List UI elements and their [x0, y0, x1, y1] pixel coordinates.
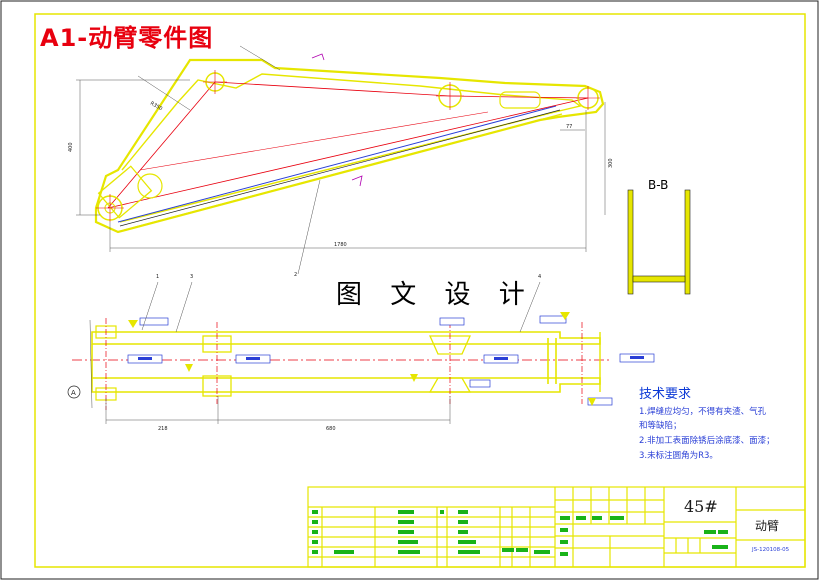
centerline-d [107, 97, 589, 209]
lower-plate-line [117, 105, 557, 223]
drawing-title: A1-动臂零件图 [40, 24, 214, 52]
section-web-right [684, 189, 691, 295]
centerline-e [139, 111, 489, 171]
section-label: B-B [648, 178, 669, 192]
callout-3: 3 [190, 274, 193, 280]
section-web-left [627, 189, 634, 295]
datum-a-label: A [71, 389, 76, 397]
dim-lower-span: 680 [326, 426, 336, 432]
boom-inner-outline [119, 73, 582, 223]
section-bb [627, 189, 691, 295]
lower-plate-edge [119, 109, 561, 227]
part-name: 动臂 [755, 519, 780, 533]
plan-dimension-lines [89, 281, 541, 424]
boom-side-view: 400 1780 300 77 R350 2 [68, 45, 614, 278]
boom-outline [94, 58, 605, 234]
requirement-item: 和等缺陷； [639, 421, 682, 431]
requirement-item: 2.非加工表面除锈后涂底漆、面漆； [639, 436, 775, 446]
section-flange [632, 275, 686, 283]
dim-radius: R350 [149, 101, 163, 113]
dimension-lines [76, 45, 606, 275]
dim-left-span: 218 [158, 426, 168, 432]
weld-symbol-marks [138, 356, 644, 360]
centerline-b [214, 81, 451, 97]
lower-flange [91, 377, 601, 393]
requirements-heading: 技术要求 [639, 387, 692, 402]
requirement-item: 1.焊缝应均匀，不得有夹渣、气孔 [639, 407, 767, 417]
datum-a-symbol [67, 385, 81, 399]
dim-height: 400 [68, 142, 74, 152]
plan-pin-axes [105, 318, 583, 410]
dim-overall-length: 1780 [334, 242, 347, 248]
requirement-item: 3.未标注圆角为R3。 [639, 451, 718, 461]
dim-offset: 77 [566, 124, 572, 130]
lower-plate-yellow [123, 113, 563, 231]
title-block-entries [312, 510, 728, 556]
material-label: 45# [684, 497, 718, 516]
pin-crosses [96, 70, 600, 222]
root-bracket [97, 165, 153, 219]
centerline-a [107, 81, 216, 209]
boom-top-view: 218 680 1 3 4 A [67, 274, 655, 432]
tip-slot [499, 91, 541, 109]
cylinder-lug [137, 173, 163, 199]
boss-b-top [428, 335, 472, 355]
watermark: 图 文 设 计 [336, 280, 535, 310]
section-arrow-b [311, 53, 363, 187]
upper-flange [91, 331, 601, 345]
boss-b-bottom [428, 377, 472, 393]
callout-2: 2 [294, 272, 297, 278]
title-block [307, 486, 806, 568]
centerline-c [449, 95, 589, 99]
dim-right-height: 300 [608, 158, 614, 168]
callout-1: 1 [156, 274, 159, 280]
callout-4: 4 [538, 274, 541, 280]
drawing-number: JS-120108-05 [752, 547, 790, 553]
weld-triangles [128, 312, 596, 406]
